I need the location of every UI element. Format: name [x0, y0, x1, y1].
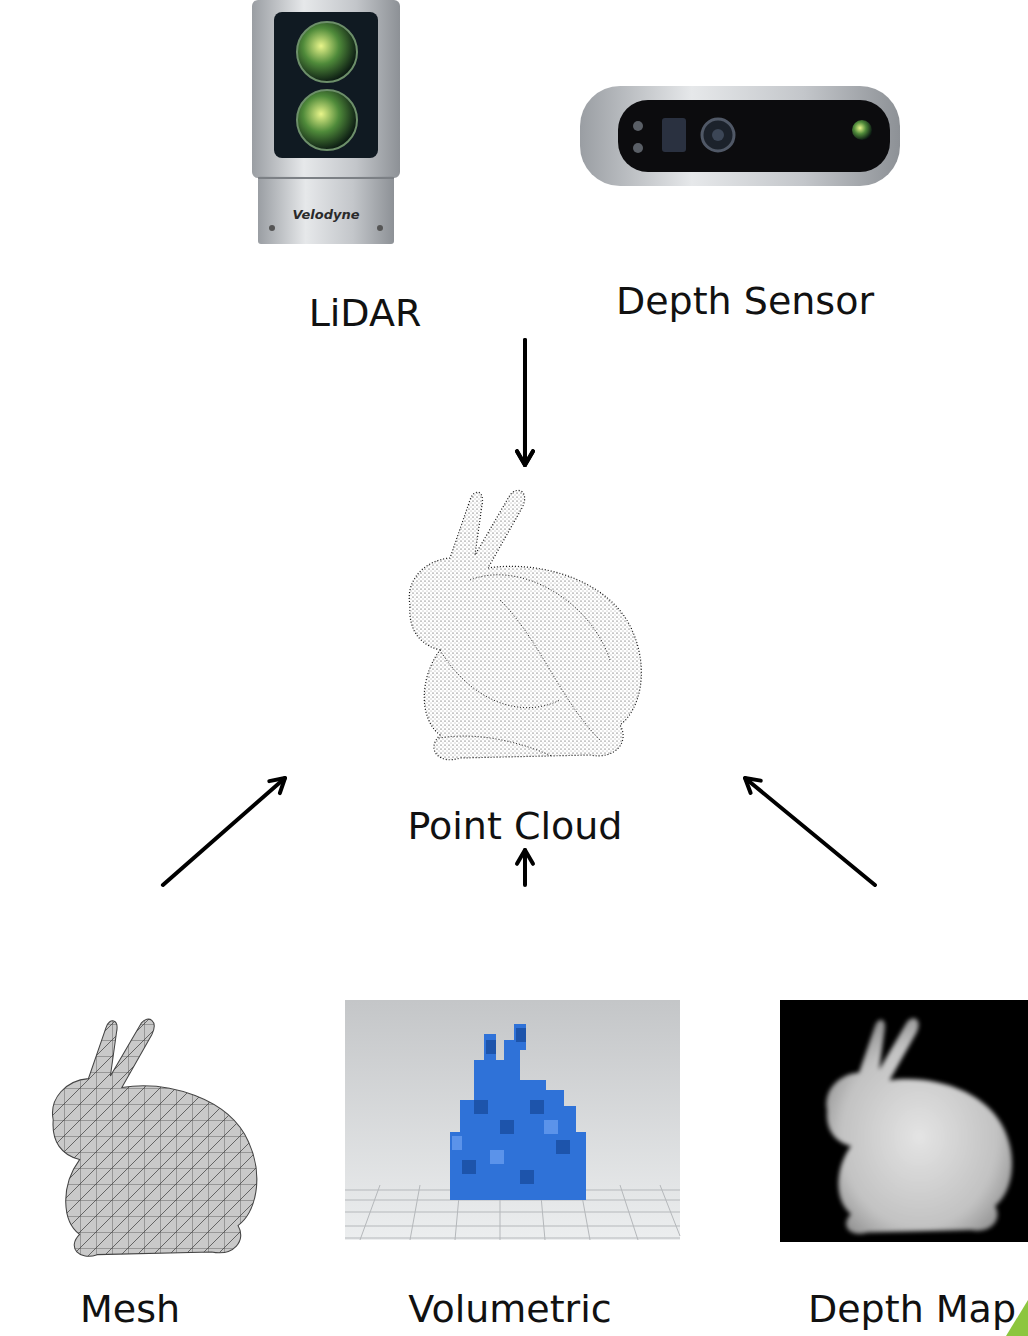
node-label: Depth Map	[808, 1289, 1016, 1331]
arrow-line	[523, 340, 527, 465]
node-label: Mesh	[80, 1289, 180, 1331]
depth-map-illustration	[780, 1000, 1028, 1242]
depth-sensor-illustration	[580, 86, 900, 186]
arrow-line	[523, 340, 527, 465]
point-cloud-illustration	[370, 470, 665, 775]
node-label: Depth Sensor	[616, 281, 874, 323]
representation-node: Volumetric	[340, 885, 710, 1334]
flow-arrow	[517, 340, 533, 465]
arrow-line	[745, 778, 875, 885]
node-label: LiDAR	[309, 293, 422, 335]
lidar-illustration	[252, 0, 400, 244]
flow-arrow	[517, 340, 533, 465]
brand-label: Velodyne	[292, 208, 359, 222]
flow-arrow	[745, 778, 875, 885]
hub-node: Point Cloud	[285, 465, 745, 850]
arrow-line	[163, 778, 285, 885]
representation-node: Depth Map	[775, 885, 1023, 1334]
volumetric-illustration	[345, 1000, 680, 1240]
node-label: Point Cloud	[408, 806, 623, 848]
mesh-illustration	[15, 1000, 285, 1260]
arrow-head	[269, 778, 285, 793]
sensor-node: Depth Sensor	[525, 0, 965, 340]
representation-node: Mesh	[5, 885, 285, 1334]
arrow-head	[745, 778, 761, 793]
arrow-head	[517, 850, 533, 864]
arrow-head	[517, 451, 533, 465]
flow-arrow	[517, 850, 533, 885]
node-label: Volumetric	[408, 1289, 611, 1331]
sensor-node: LiDAR	[240, 0, 525, 340]
flow-arrow	[163, 778, 285, 885]
